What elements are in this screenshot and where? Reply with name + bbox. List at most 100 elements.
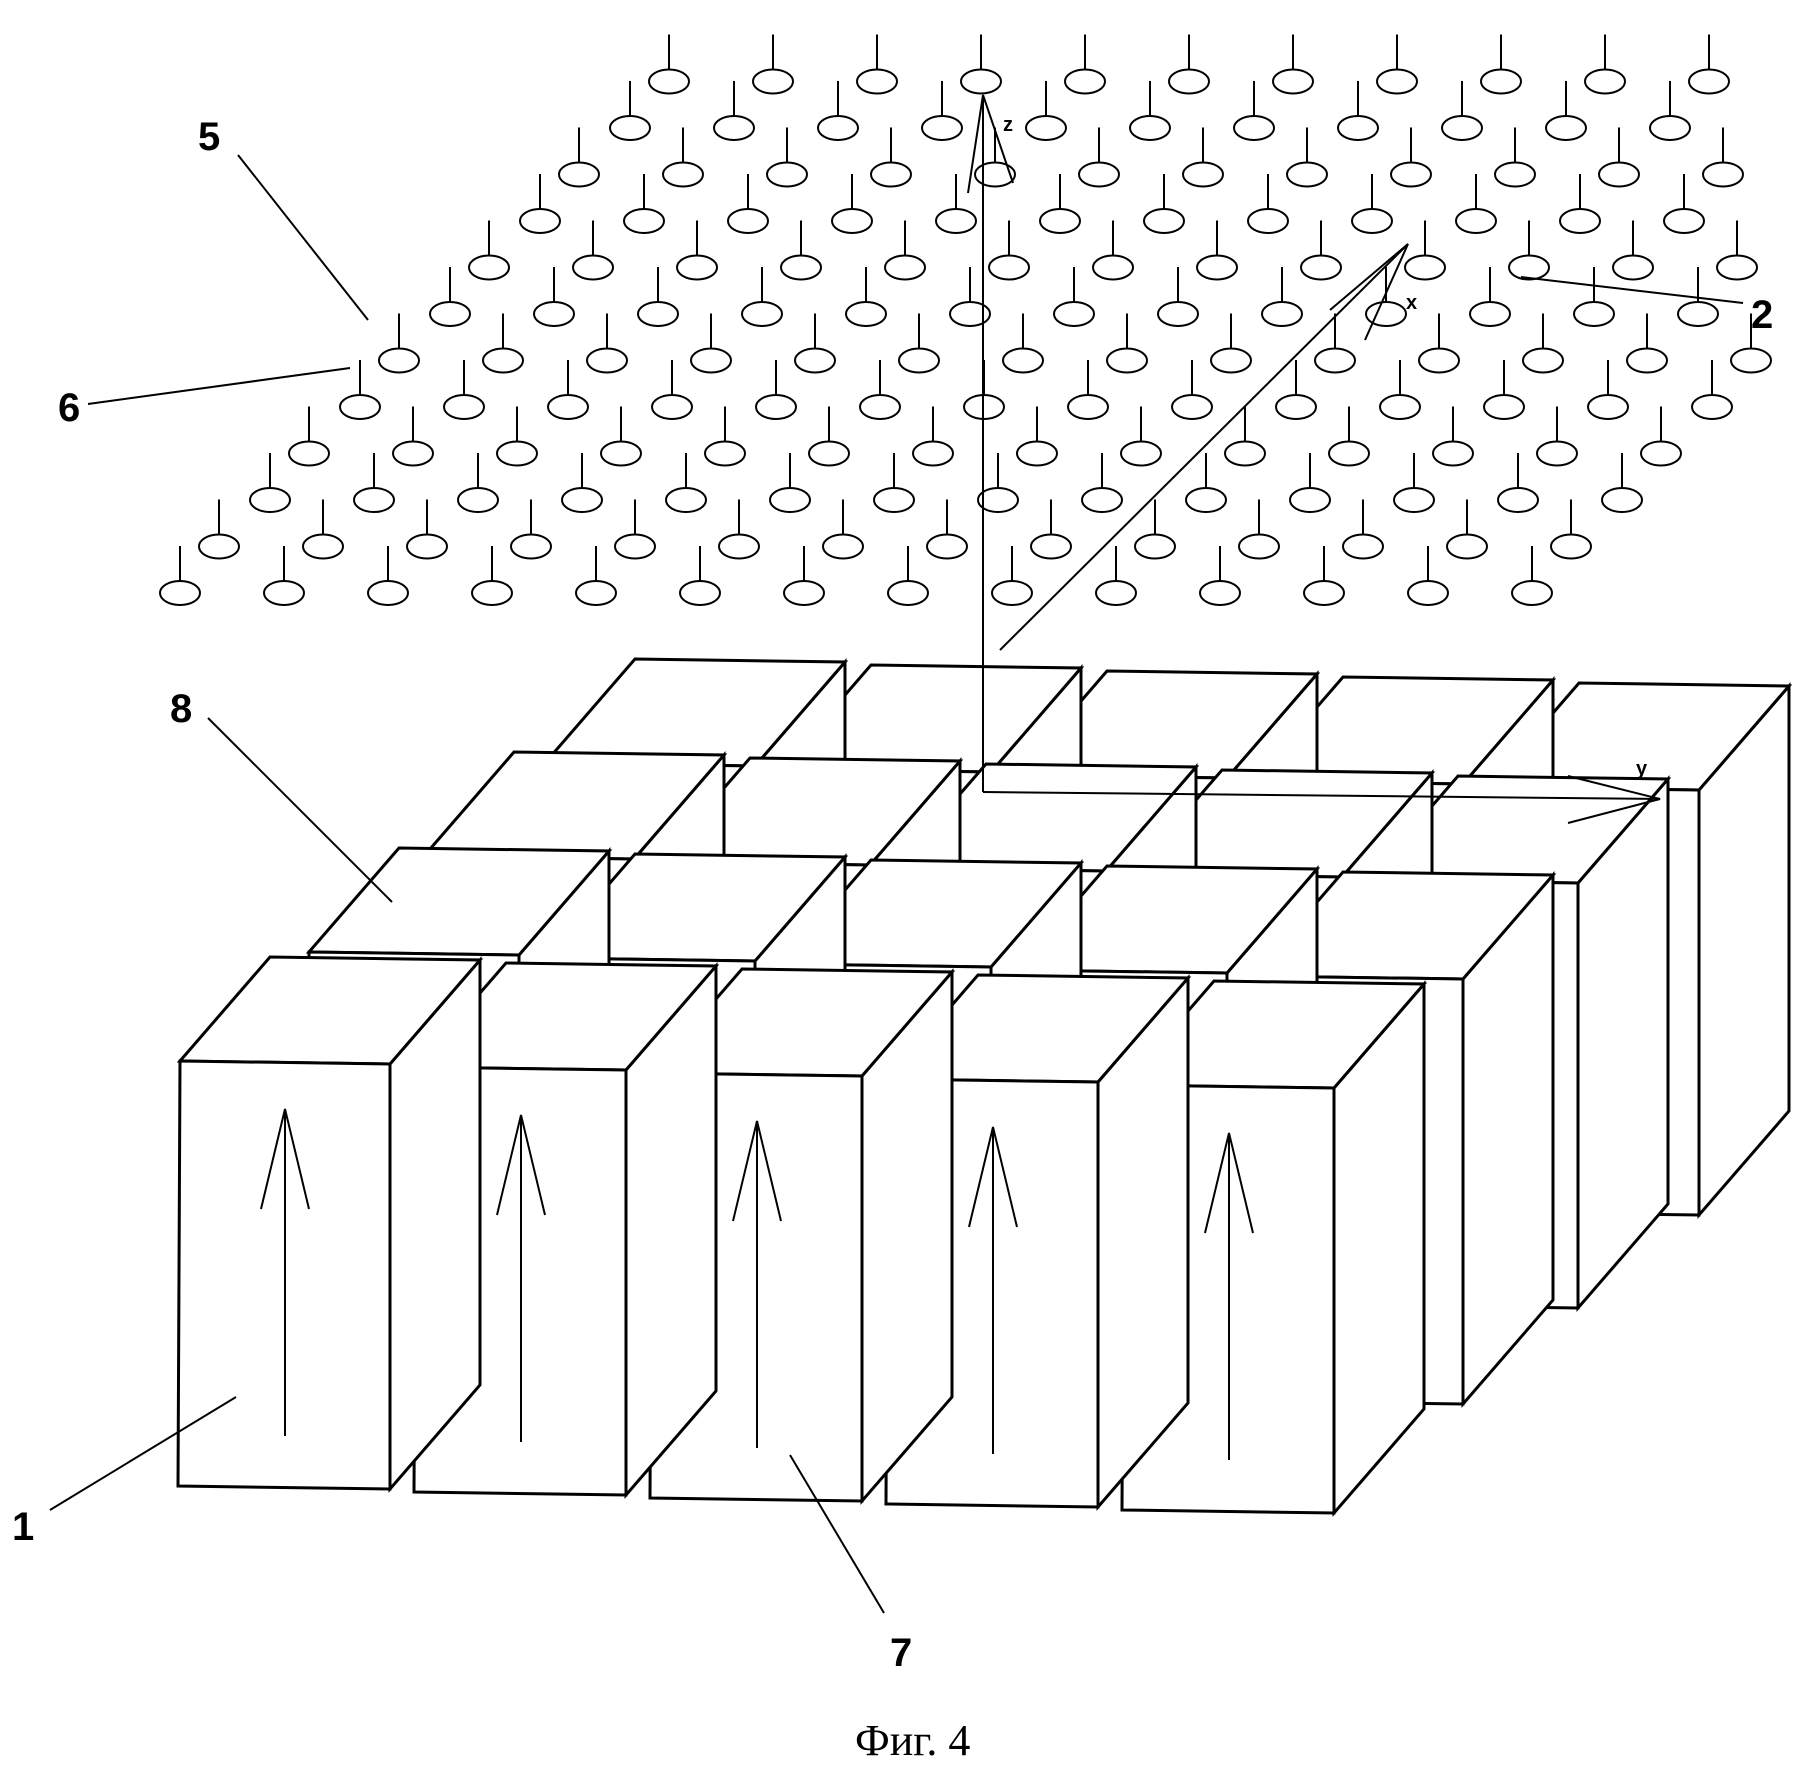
spin-particle-ellipse [1172,395,1212,419]
spin-particle [680,546,720,605]
spin-particle-ellipse [511,535,551,559]
spin-particle-ellipse [1130,116,1170,140]
spin-particle [1082,453,1122,512]
spin-particle [472,546,512,605]
spin-particle-ellipse [975,163,1015,187]
spin-particle [1343,500,1383,559]
spin-particle-ellipse [860,395,900,419]
spin-particle-ellipse [1068,395,1108,419]
spin-particle-ellipse [1287,163,1327,187]
spin-particle-ellipse [677,256,717,280]
spin-particle [1301,221,1341,280]
spin-particle-ellipse [1498,488,1538,512]
spin-particle [1588,360,1628,419]
spin-particle [1096,546,1136,605]
spin-particle [1512,546,1552,605]
spin-particle-ellipse [1442,116,1482,140]
spin-particle [832,174,872,233]
spin-particle [1509,221,1549,280]
spin-particle [562,453,602,512]
spin-particle [160,546,200,605]
spin-particle-ellipse [1262,302,1302,326]
spin-particle [444,360,484,419]
spin-particle-ellipse [1627,349,1667,373]
spin-particle-ellipse [1456,209,1496,233]
spin-particle [1211,314,1251,373]
spin-particle [742,267,782,326]
spin-particle-ellipse [899,349,939,373]
spin-particle-ellipse [520,209,560,233]
spin-particle-ellipse [1093,256,1133,280]
spin-particle-ellipse [1641,442,1681,466]
spin-particle-ellipse [666,488,706,512]
spin-particle-ellipse [1394,488,1434,512]
ref-label-8: 8 [170,687,192,731]
ref-label-7: 7 [890,1631,912,1675]
spin-particle-ellipse [885,256,925,280]
spin-particle [888,546,928,605]
spin-particle-ellipse [430,302,470,326]
spin-particle [1273,35,1313,94]
spin-particle [1079,128,1119,187]
spin-particle-ellipse [1380,395,1420,419]
spin-particle [1031,500,1071,559]
spin-particle-ellipse [1248,209,1288,233]
spin-particle-ellipse [469,256,509,280]
spin-particle-ellipse [573,256,613,280]
spin-particle [1068,360,1108,419]
spin-particle [1599,128,1639,187]
spin-particle [1551,500,1591,559]
spin-particle-ellipse [871,163,911,187]
spin-particle [393,407,433,466]
spin-particle [677,221,717,280]
spin-particle [610,81,650,140]
spin-particle-ellipse [1377,70,1417,94]
spin-particle [1641,407,1681,466]
spin-particle [770,453,810,512]
spin-particle-ellipse [989,256,1029,280]
spin-particle-ellipse [742,302,782,326]
spin-particle [1121,407,1161,466]
spin-particle-ellipse [1588,395,1628,419]
spin-particle-ellipse [1200,581,1240,605]
spin-particle-ellipse [1613,256,1653,280]
spin-particle-ellipse [1197,256,1237,280]
spin-particle-ellipse [1560,209,1600,233]
spin-particle-ellipse [1546,116,1586,140]
spin-particle [961,35,1001,94]
spin-particle-ellipse [1276,395,1316,419]
leader-line-6 [88,368,350,404]
spin-particle-ellipse [705,442,745,466]
spin-particle-ellipse [601,442,641,466]
spin-particle-ellipse [1470,302,1510,326]
spin-particle-ellipse [846,302,886,326]
spin-particle-ellipse [888,581,928,605]
spin-particle-ellipse [354,488,394,512]
spin-particle-ellipse [1664,209,1704,233]
spin-particle-ellipse [1408,581,1448,605]
spin-particle [846,267,886,326]
spin-particle [1158,267,1198,326]
spin-particle [1613,221,1653,280]
spin-particle-ellipse [1703,163,1743,187]
spin-particle-ellipse [1107,349,1147,373]
spin-particle-ellipse [1352,209,1392,233]
spin-particle-ellipse [1144,209,1184,233]
spin-particle [1329,407,1369,466]
spin-particle [714,81,754,140]
spin-particle [1498,453,1538,512]
spin-particle-ellipse [250,488,290,512]
spin-particle-ellipse [1315,349,1355,373]
spin-particle [756,360,796,419]
spin-particle [1017,407,1057,466]
spin-particle [1574,267,1614,326]
spin-particle-ellipse [624,209,664,233]
spin-particle-ellipse [303,535,343,559]
spin-lattice [160,35,1771,606]
spin-particle [511,500,551,559]
spin-particle [1366,267,1406,326]
spin-particle [1692,360,1732,419]
spin-particle-ellipse [1512,581,1552,605]
spin-particle [1144,174,1184,233]
